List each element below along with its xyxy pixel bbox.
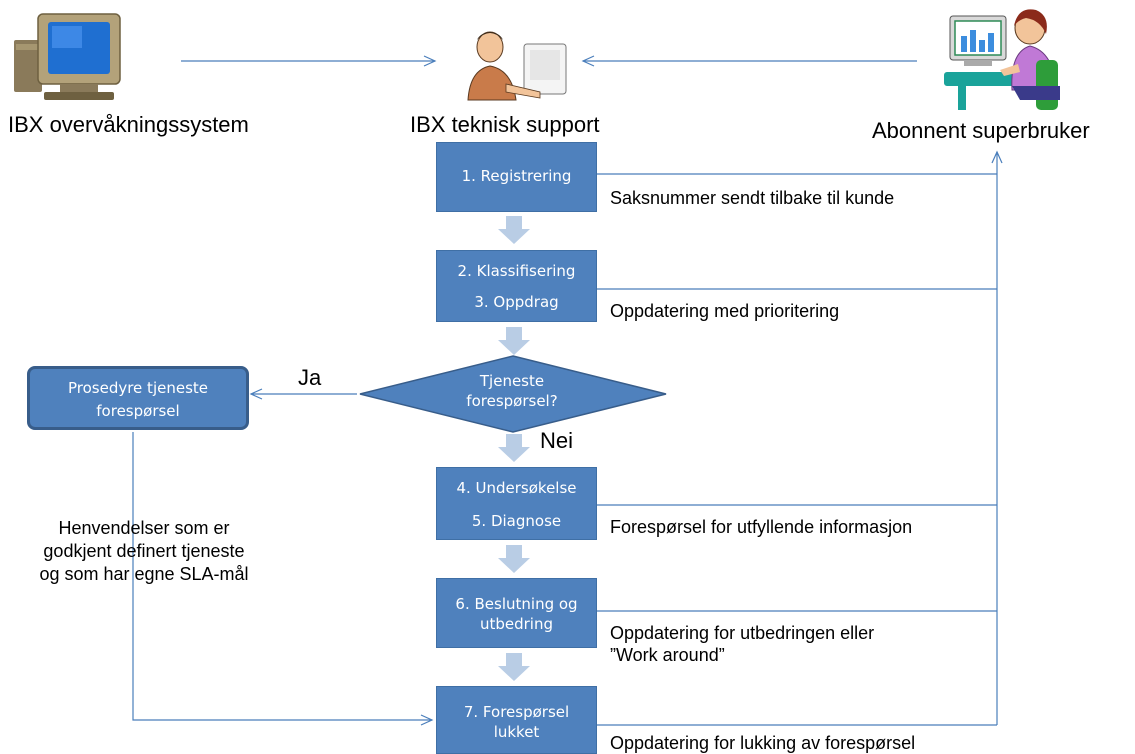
- decision-diamond: [359, 355, 667, 433]
- priority-update-message: Oppdatering med prioritering: [610, 301, 840, 321]
- decision-no-label: Nei: [540, 428, 574, 453]
- step-resolution: 6. Beslutning og utbedring: [436, 578, 597, 648]
- connector-arrows: [498, 216, 530, 681]
- procedure-to-closed-arrow: [132, 432, 434, 726]
- step-resolution-label-2: utbedring: [479, 615, 554, 633]
- step-registration: 1. Registrering: [436, 142, 597, 212]
- step-closed-label-1: 7. Forespørsel: [463, 703, 570, 721]
- step-investigation-label: 4. Undersøkelse: [456, 479, 577, 497]
- subscriber-label: Abonnent superbruker: [872, 118, 1090, 143]
- support-label: IBX teknisk support: [410, 112, 600, 137]
- step-assignment-label: 3. Oppdrag: [474, 293, 559, 311]
- procedure-note-line-1: Henvendelser som er: [58, 518, 230, 538]
- procedure-service-request-box: Prosedyre tjeneste forespørsel: [27, 366, 249, 430]
- case-number-message: Saksnummer sendt tilbake til kunde: [610, 188, 895, 208]
- fix-update-message-2: ”Work around”: [610, 645, 725, 665]
- user-at-computer-icon: [944, 9, 1060, 110]
- step-classification-label: 2. Klassifisering: [457, 262, 576, 280]
- decision-label-2: forespørsel?: [466, 392, 558, 410]
- procedure-label-1: Prosedyre tjeneste: [67, 379, 208, 397]
- closing-update-message: Oppdatering for lukking av forespørsel: [610, 733, 916, 753]
- step-closed: 7. Forespørsel lukket: [436, 686, 597, 754]
- down-arrow-4: [498, 545, 530, 573]
- procedure-note-line-3: og som har egne SLA-mål: [39, 564, 249, 584]
- procedure-note-line-2: godkjent definert tjeneste: [43, 541, 245, 561]
- step-classification: 2. Klassifisering 3. Oppdrag: [436, 250, 597, 322]
- down-arrow-2: [498, 327, 530, 355]
- procedure-label-2: forespørsel: [96, 402, 180, 420]
- step-investigation: 4. Undersøkelse 5. Diagnose: [436, 467, 597, 540]
- computer-icon: [14, 13, 121, 100]
- decision-yes-label: Ja: [298, 365, 322, 390]
- step-resolution-label-1: 6. Beslutning og: [455, 595, 578, 613]
- step-closed-label-2: lukket: [493, 723, 540, 741]
- down-arrow-5: [498, 653, 530, 681]
- down-arrow-1: [498, 216, 530, 244]
- info-request-message: Forespørsel for utfyllende informasjon: [610, 517, 913, 537]
- fix-update-message-1: Oppdatering for utbedringen eller: [610, 623, 875, 643]
- decision-label-1: Tjeneste: [479, 372, 545, 390]
- step-registration-label: 1. Registrering: [461, 167, 572, 185]
- down-arrow-3: [498, 434, 530, 462]
- monitoring-system-label: IBX overvåkningssystem: [8, 112, 249, 137]
- step-diagnosis-label: 5. Diagnose: [471, 512, 562, 530]
- support-agent-icon: [467, 31, 567, 101]
